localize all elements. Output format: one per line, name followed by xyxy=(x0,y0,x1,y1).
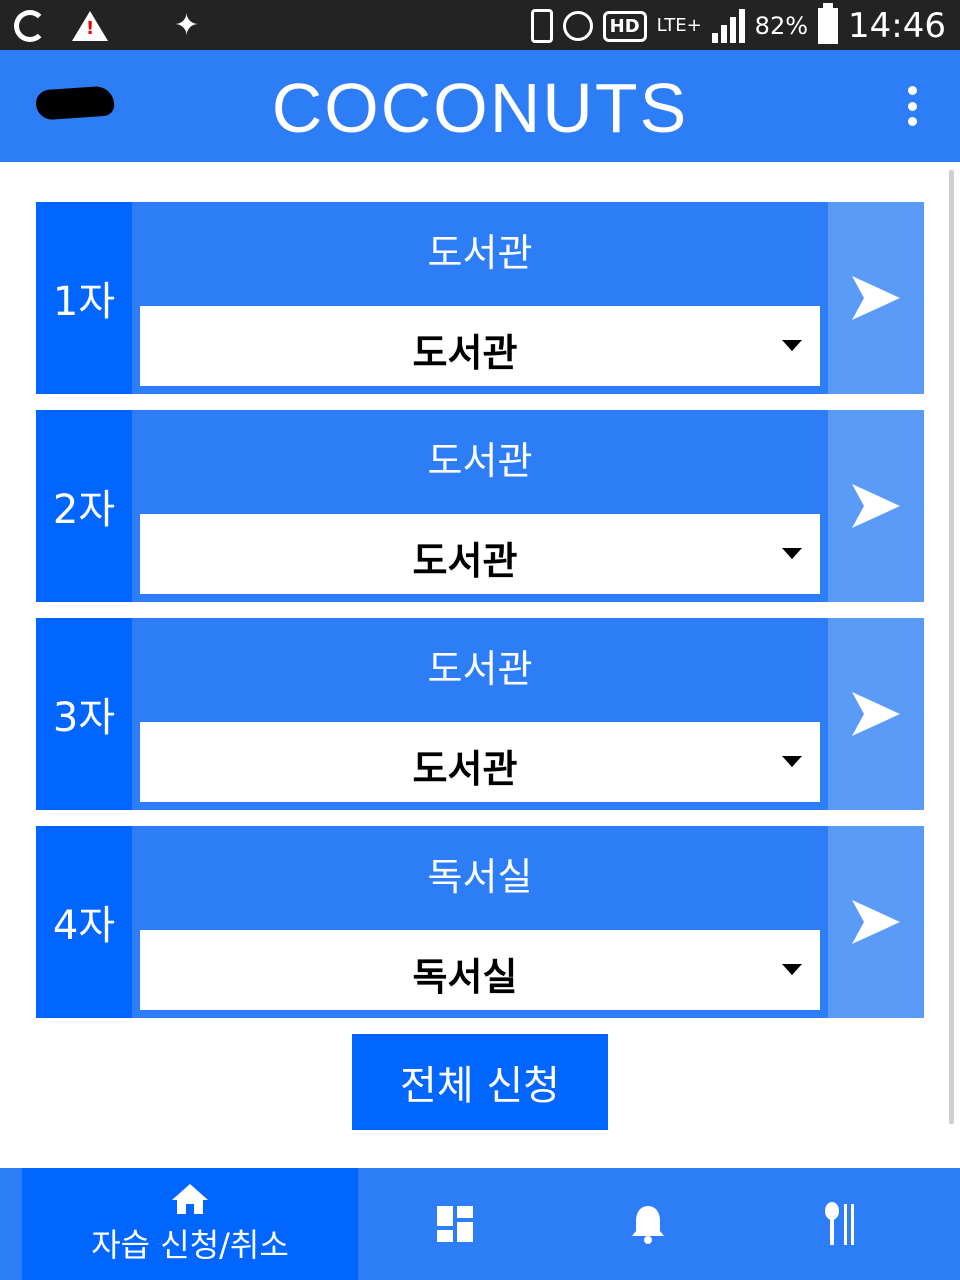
send-button[interactable] xyxy=(828,410,924,602)
send-button[interactable] xyxy=(828,618,924,810)
dropdown-caret-icon xyxy=(782,548,802,559)
session-row-3: 3자 도서관 도서관 xyxy=(36,618,924,810)
sparkle-icon: ✦ xyxy=(174,8,200,43)
bell-icon xyxy=(632,1206,664,1244)
location-select[interactable]: 도서관 xyxy=(140,306,820,386)
send-button[interactable] xyxy=(828,202,924,394)
warning-icon: ! xyxy=(72,10,108,41)
signal-icon xyxy=(711,9,745,43)
session-number: 3자 xyxy=(36,618,132,810)
status-bar: ! ✦ HD LTE+ 82% 14:46 xyxy=(0,0,960,50)
session-number: 2자 xyxy=(36,410,132,602)
session-current-location: 도서관 xyxy=(427,231,533,275)
session-panel: 도서관 도서관 xyxy=(132,410,828,602)
session-current-location: 독서실 xyxy=(427,855,533,899)
app-bar: COCONUTS xyxy=(0,50,960,162)
location-select-value: 독서실 xyxy=(412,955,518,999)
lte-icon: LTE+ xyxy=(656,15,702,36)
session-number: 1자 xyxy=(36,202,132,394)
hd-voice-icon: HD xyxy=(602,10,647,42)
session-row-4: 4자 독서실 독서실 xyxy=(36,826,924,1018)
dashboard-icon xyxy=(437,1206,473,1242)
carrier-icon xyxy=(14,9,46,42)
dropdown-caret-icon xyxy=(782,756,802,767)
location-select[interactable]: 도서관 xyxy=(140,722,820,802)
nav-self-study-label: 자습 신청/취소 xyxy=(91,1226,289,1264)
nav-meals[interactable] xyxy=(780,1168,900,1280)
location-select[interactable]: 도서관 xyxy=(140,514,820,594)
session-current-location: 도서관 xyxy=(427,439,533,483)
session-row-2: 2자 도서관 도서관 xyxy=(36,410,924,602)
utensils-icon xyxy=(825,1202,854,1245)
location-select[interactable]: 독서실 xyxy=(140,930,820,1010)
nav-notifications[interactable] xyxy=(588,1168,708,1280)
send-icon xyxy=(852,276,900,320)
location-select-value: 도서관 xyxy=(412,747,518,791)
apply-all-button[interactable]: 전체 신청 xyxy=(352,1034,608,1130)
session-current-location: 도서관 xyxy=(427,647,533,691)
dropdown-caret-icon xyxy=(782,340,802,351)
nav-self-study[interactable]: 자습 신청/취소 xyxy=(22,1168,358,1280)
battery-icon xyxy=(818,3,839,44)
vibrate-icon xyxy=(530,9,553,43)
app-title: COCONUTS xyxy=(271,69,689,147)
session-panel: 독서실 독서실 xyxy=(132,826,828,1018)
home-icon xyxy=(172,1184,208,1214)
location-select-value: 도서관 xyxy=(412,539,518,583)
session-row-1: 1자 도서관 도서관 xyxy=(36,202,924,394)
bottom-nav: 자습 신청/취소 xyxy=(0,1168,960,1280)
battery-percent: 82% xyxy=(754,12,809,40)
clock: 14:46 xyxy=(848,6,946,46)
dropdown-caret-icon xyxy=(782,964,802,975)
send-icon xyxy=(852,900,900,944)
session-number: 4자 xyxy=(36,826,132,1018)
more-options-icon[interactable] xyxy=(904,86,920,126)
alarm-icon xyxy=(562,11,593,41)
scrollbar[interactable] xyxy=(949,170,954,1124)
send-button[interactable] xyxy=(828,826,924,1018)
send-icon xyxy=(852,484,900,528)
send-icon xyxy=(852,692,900,736)
session-panel: 도서관 도서관 xyxy=(132,202,828,394)
session-panel: 도서관 도서관 xyxy=(132,618,828,810)
nav-dashboard[interactable] xyxy=(395,1168,515,1280)
location-select-value: 도서관 xyxy=(412,331,518,375)
